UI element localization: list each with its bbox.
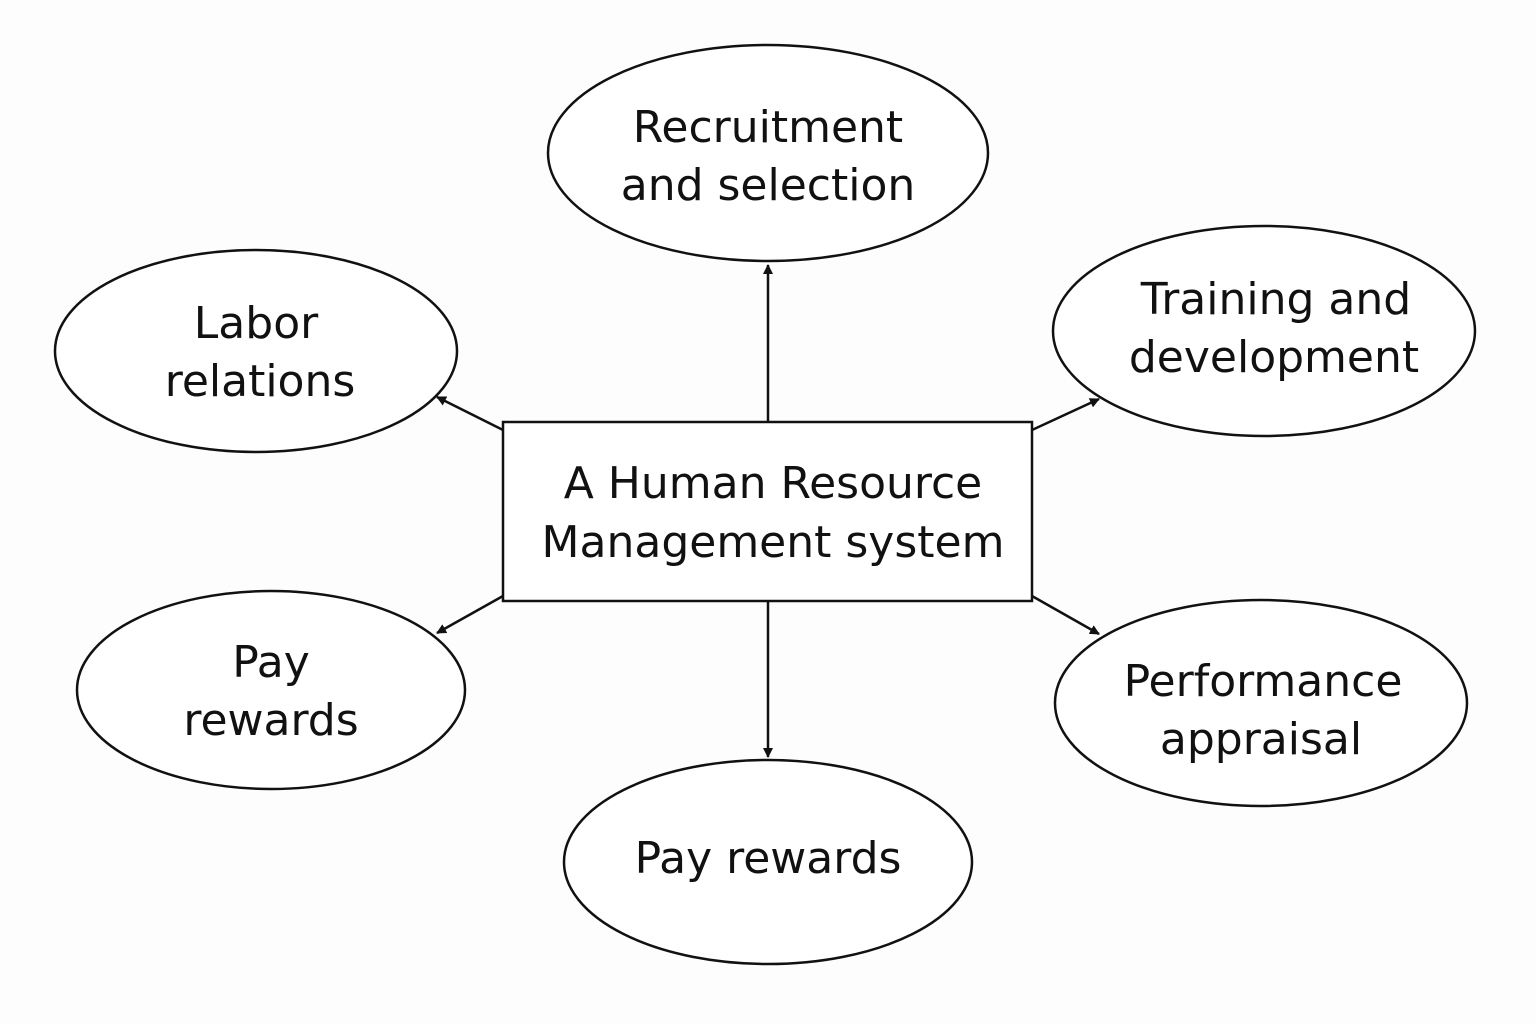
arrow-to-pay-left: [436, 594, 504, 635]
arrows: [436, 264, 1100, 758]
center-line2: Management system: [542, 517, 1005, 568]
node-training: Training and development: [1051, 224, 1477, 438]
node-performance: Performance appraisal: [1053, 598, 1469, 808]
node-label: relations: [165, 356, 356, 407]
node-label: Pay: [232, 637, 310, 688]
node-pay-rewards-bottom: Pay rewards: [562, 758, 974, 966]
node-label: Labor: [194, 298, 319, 349]
node-pay-rewards-left: Pay rewards: [75, 589, 467, 791]
node-label: development: [1129, 332, 1419, 383]
center-line1: A Human Resource: [564, 458, 983, 509]
node-label: Training and: [1140, 274, 1411, 325]
node-label: and selection: [621, 160, 916, 211]
node-label: rewards: [183, 695, 358, 746]
node-labor-relations: Labor relations: [53, 248, 459, 454]
node-recruitment: Recruitment and selection: [546, 43, 990, 263]
arrow-to-performance: [1031, 594, 1100, 636]
center-node: A Human Resource Management system: [501, 420, 1034, 603]
node-label: Recruitment: [633, 102, 903, 153]
node-label: Performance: [1124, 656, 1403, 707]
arrow-to-training: [1031, 397, 1100, 432]
node-label: Pay rewards: [635, 833, 902, 884]
node-label: appraisal: [1160, 714, 1362, 765]
arrow-to-labor: [436, 395, 504, 432]
